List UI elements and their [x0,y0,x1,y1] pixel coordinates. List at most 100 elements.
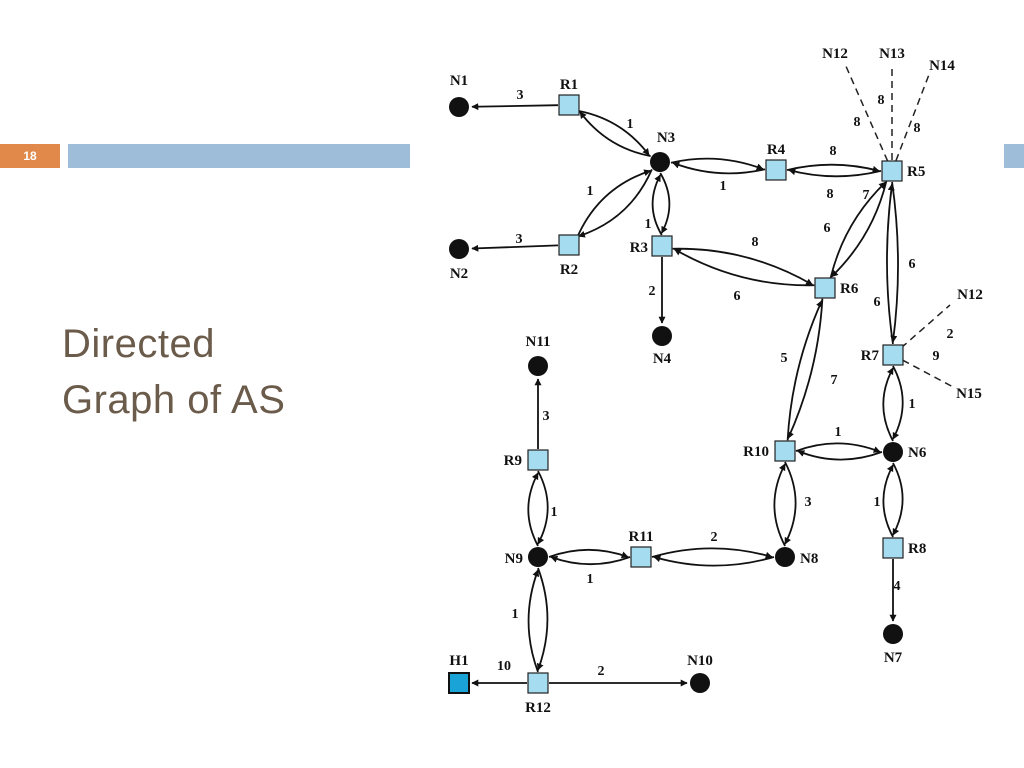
node-label-r10: R10 [743,444,769,460]
node-label-r8: R8 [908,541,926,557]
edge-n9-to-r9 [527,472,539,547]
network-node-n3 [650,152,670,172]
edge-n3-to-r3 [659,172,671,234]
edge-r1-to-n1 [471,103,559,111]
edge-weight-r12-to-n10: 2 [598,664,605,679]
edge-n3-to-r4 [670,157,764,171]
edge-weight-r2-to-n2: 3 [516,232,523,247]
edge-r10-to-r6 [786,299,823,441]
edge-weight-r12-to-n9: 1 [512,607,519,622]
edge-r6-to-r10 [787,298,824,440]
slide-title-line-2: Graph of AS [62,378,286,422]
edge-weight-r4-to-r5: 8 [830,144,837,159]
edge-weight-r7-to-r5: 6 [874,295,881,310]
edge-weight-r3-to-r6: 8 [752,235,759,250]
edge-weight-r3-to-n3: 1 [645,217,652,232]
node-label-r4: R4 [767,142,786,158]
network-node-n10 [690,673,710,693]
edge-weight-r5-to-n13: 8 [878,93,885,108]
edge-n6-to-r10 [797,450,883,461]
node-label-n3: N3 [657,130,675,146]
node-label-r2: R2 [560,262,578,278]
router-node-r12 [527,672,549,694]
router-node-r7 [882,344,904,366]
edge-weight-r2-to-n3: 1 [587,184,594,199]
edge-weight-r10-to-r6: 5 [781,351,788,366]
edge-r8-to-n6 [882,464,894,538]
node-label-n7: N7 [884,650,903,666]
edge-r11-to-n9 [550,555,631,566]
edge-r6-to-r5 [829,181,887,279]
edge-weight-r6-to-r5: 6 [824,221,831,236]
router-node-r1 [558,94,580,116]
node-label-n12b: N12 [957,287,983,303]
node-label-r7: R7 [861,348,880,364]
edge-n6-to-r7 [882,367,894,442]
edge-r7-to-n15 [902,359,956,389]
edge-weight-r12-to-h1: 10 [497,659,511,674]
node-label-r3: R3 [630,240,648,256]
host-node-h1 [448,672,470,694]
edge-r11-to-n8 [651,547,773,559]
node-label-n2: N2 [450,266,468,282]
router-node-r3 [651,235,673,257]
slide-number-badge: 18 [0,144,60,168]
edge-r3-to-n3 [651,174,663,236]
router-node-r5 [881,160,903,182]
edge-weight-r5-to-n14: 8 [914,121,921,136]
edge-weight-r6-to-r10: 7 [831,373,838,388]
edge-weight-r5-to-r7: 6 [909,257,916,272]
edge-weight-r7-to-n15: 9 [933,349,940,364]
edge-r3-to-r6 [672,247,814,286]
edge-weight-r11-to-n8: 2 [711,530,718,545]
header-bar-right [1004,144,1024,168]
edge-weight-r1-to-n1: 3 [517,88,524,103]
node-label-n10: N10 [687,653,713,669]
router-node-r8 [882,537,904,559]
edge-r10-to-n6 [795,442,881,453]
node-label-n11: N11 [525,334,550,350]
edge-n9-to-r12 [536,567,549,671]
edge-weight-r9-to-n9: 1 [551,505,558,520]
edge-r12-to-n9 [527,569,540,673]
edge-weight-r10-to-n8: 3 [805,495,812,510]
node-label-n12a: N12 [822,46,848,62]
router-node-r6 [814,277,836,299]
edge-weight-r11-to-n9: 1 [587,572,594,587]
slide-title-line-1: Directed [62,322,215,366]
edge-weight-r7-to-n6: 1 [909,397,916,412]
slide-title: Directed Graph of AS [62,316,392,428]
edge-r5-to-r6 [830,180,888,278]
node-label-n6: N6 [908,445,927,461]
node-label-n15: N15 [956,386,982,402]
edge-n9-to-r11 [548,548,629,559]
router-node-r10 [774,440,796,462]
node-label-n1: N1 [450,73,468,89]
edge-weight-r5-to-r6: 7 [863,188,870,203]
edge-weight-r10-to-n6: 1 [835,425,842,440]
node-label-h1: H1 [449,653,468,669]
edge-weight-r6-to-r3: 6 [734,289,741,304]
edge-r7-to-n6 [892,365,904,440]
edges-layer [471,63,956,687]
network-node-n11 [528,356,548,376]
node-label-n8: N8 [800,551,818,567]
edge-weight-r5-to-r4: 8 [827,187,834,202]
edge-weight-r5-to-n12a: 8 [854,115,861,130]
edge-r6-to-r3 [673,248,815,287]
edge-weight-r8-to-n7: 4 [894,579,901,594]
router-node-r9 [527,449,549,471]
node-label-r1: R1 [560,77,578,93]
edge-r5-to-n14 [895,71,931,161]
network-node-n2 [449,239,469,259]
edge-r2-to-n2 [471,244,559,252]
edge-n3-to-r1 [579,111,651,158]
node-label-r5: R5 [907,164,925,180]
edge-n8-to-r10 [773,463,786,547]
edge-r7-to-n12b [900,304,951,349]
edge-n6-to-r8 [892,462,904,536]
slide-number: 18 [23,149,37,163]
network-node-n1 [449,97,469,117]
edge-r7-to-r5 [886,183,895,345]
edge-r5-to-n12a [844,63,889,162]
